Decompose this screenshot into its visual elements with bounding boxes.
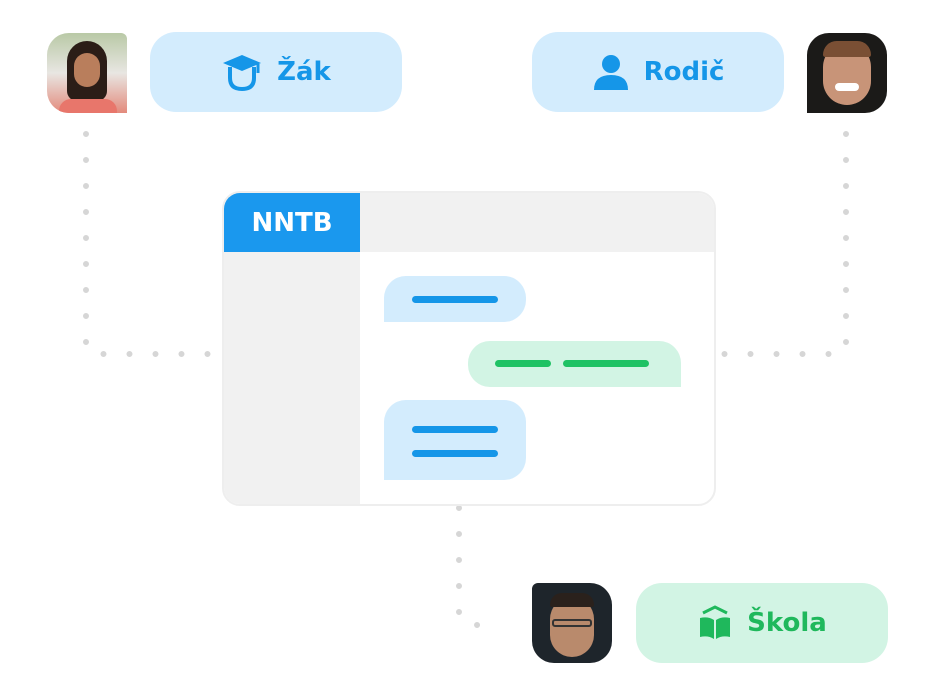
parent-label: Rodič (643, 57, 725, 87)
student-label: Žák (277, 57, 331, 87)
student-avatar (47, 33, 127, 113)
message-text-line (563, 360, 649, 367)
avatar-face (74, 53, 100, 87)
app-header (360, 193, 714, 252)
avatar-hair (550, 593, 594, 607)
message-text-line (412, 296, 498, 303)
avatar-hair (823, 41, 871, 57)
parent-role-pill: Rodič (532, 32, 784, 112)
message-text-line (412, 450, 498, 457)
message-incoming-1 (384, 276, 526, 322)
connector-parent (713, 131, 849, 357)
user-icon (593, 55, 628, 90)
message-outgoing-1 (468, 341, 681, 387)
book-icon (700, 605, 731, 639)
avatar-face (550, 597, 594, 657)
school-avatar (532, 583, 612, 663)
message-incoming-2 (384, 400, 526, 480)
parent-avatar (807, 33, 887, 113)
app-window: NNTB (222, 191, 716, 506)
message-text-line (495, 360, 551, 367)
message-text-line (412, 426, 498, 433)
avatar-smile (835, 83, 859, 91)
avatar-shirt (59, 99, 117, 113)
app-brand: NNTB (224, 193, 360, 252)
student-role-pill: Žák (150, 32, 402, 112)
connector-student (83, 131, 221, 357)
connector-school (456, 505, 503, 628)
graduation-cap-icon (223, 55, 262, 91)
school-label: Škola (747, 608, 827, 638)
school-role-pill: Škola (636, 583, 888, 663)
avatar-glasses (552, 619, 592, 627)
